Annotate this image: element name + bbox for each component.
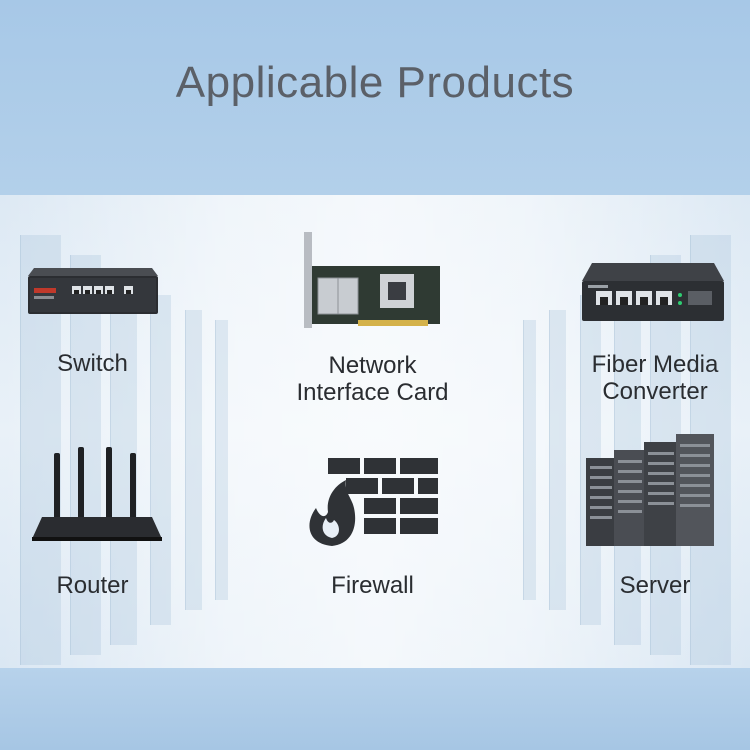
footer-background — [0, 668, 750, 750]
product-label: Router — [56, 572, 129, 599]
network-switch-icon — [28, 268, 158, 314]
product-label: Fiber Media Converter — [591, 351, 719, 405]
header-background — [0, 0, 750, 195]
product-label: Server — [619, 572, 691, 599]
media-converter-icon — [582, 263, 724, 321]
server-icon — [586, 434, 714, 546]
product-label: Network Interface Card — [296, 352, 449, 406]
product-label: Switch — [57, 350, 128, 377]
product-label: Firewall — [331, 572, 414, 599]
product-server: Server — [560, 430, 750, 600]
product-firewall: Firewall — [270, 450, 475, 600]
page-title: Applicable Products — [175, 58, 575, 107]
product-fiber-media-converter: Fiber Media Converter — [560, 255, 750, 405]
product-switch: Switch — [0, 250, 185, 390]
product-network-interface-card: Network Interface Card — [270, 230, 475, 410]
product-router: Router — [0, 445, 185, 600]
firewall-icon — [309, 458, 438, 546]
network-card-icon — [304, 232, 440, 328]
router-icon — [32, 447, 162, 541]
